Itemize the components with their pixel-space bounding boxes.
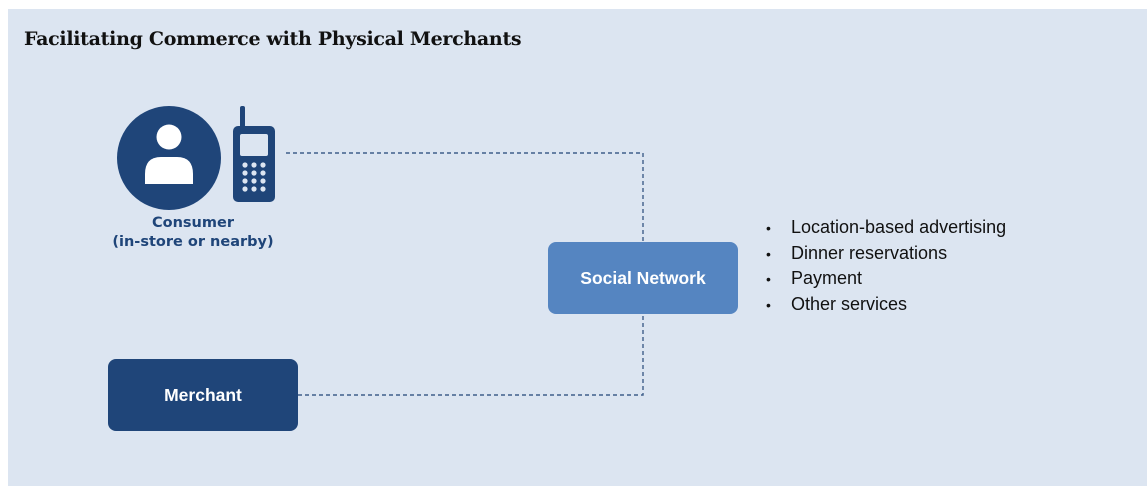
bullet-icon: • [766, 220, 771, 236]
service-item-label: Location-based advertising [791, 217, 1007, 237]
service-item-label: Dinner reservations [791, 242, 948, 263]
mobile-phone-icon [233, 106, 275, 202]
person-icon [117, 106, 221, 210]
bullet-icon: • [766, 271, 771, 287]
consumer-label-line1: Consumer [152, 215, 234, 231]
service-item-label: Payment [791, 268, 863, 288]
diagram-title: Facilitating Commerce with Physical Merc… [24, 28, 522, 50]
bullet-icon: • [766, 296, 771, 313]
service-item: • Payment [766, 266, 1006, 292]
consumer-label: Consumer (in-store or nearby) [100, 214, 286, 252]
merchant-node: Merchant [108, 359, 298, 431]
merchant-label: Merchant [164, 384, 242, 405]
merchant-to-social-connector [298, 314, 644, 396]
service-item: • Location-based advertising [766, 215, 1006, 241]
consumer-to-social-connector [286, 152, 644, 242]
service-item-label: Other services [791, 293, 908, 314]
social-network-label: Social Network [580, 267, 706, 288]
services-list: • Location-based advertising • Dinner rese… [766, 215, 1006, 317]
social-network-node: Social Network [548, 242, 738, 314]
bullet-icon: • [766, 245, 771, 262]
service-item: • Dinner reservations [766, 241, 1006, 267]
consumer-label-line2: (in-store or nearby) [112, 234, 274, 250]
service-item: • Other services [766, 292, 1006, 318]
